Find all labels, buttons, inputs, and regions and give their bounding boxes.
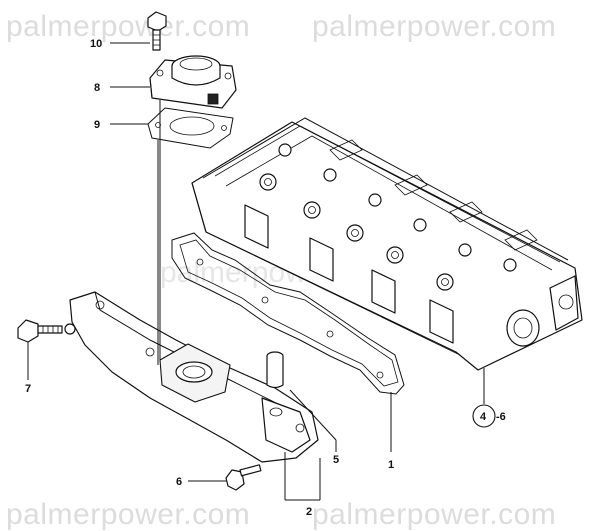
thermostat-housing <box>149 55 237 109</box>
watermark-bottom-left: palmerpower.com <box>6 498 250 531</box>
callout-4-range: 4 -6 <box>472 404 506 428</box>
fitting-5 <box>266 351 284 389</box>
leader-lines <box>27 42 485 501</box>
bolt-7 <box>17 319 76 343</box>
watermark-bottom-right: palmerpower.com <box>312 498 556 531</box>
callout-2: 2 <box>306 506 312 518</box>
watermark-top-left: palmerpower.com <box>6 10 250 43</box>
cylinder-head <box>191 117 583 371</box>
valve-springs <box>259 143 517 291</box>
callout-6: 6 <box>176 476 182 488</box>
callout-4: 4 <box>480 411 487 423</box>
bolt-6 <box>225 464 262 491</box>
watermark-top-right: palmerpower.com <box>312 10 556 43</box>
callout-7: 7 <box>25 383 31 395</box>
callout-8: 8 <box>94 82 100 94</box>
bolt-10 <box>147 11 167 51</box>
thermostat-gasket <box>147 107 234 149</box>
callout-5: 5 <box>333 454 339 466</box>
water-manifold <box>69 291 319 463</box>
callout-4-range-suffix: -6 <box>496 411 506 423</box>
callout-circle <box>472 404 496 428</box>
callout-9: 9 <box>94 119 100 131</box>
head-gasket <box>171 232 405 395</box>
callout-10: 10 <box>90 38 102 50</box>
callout-1: 1 <box>388 459 394 471</box>
